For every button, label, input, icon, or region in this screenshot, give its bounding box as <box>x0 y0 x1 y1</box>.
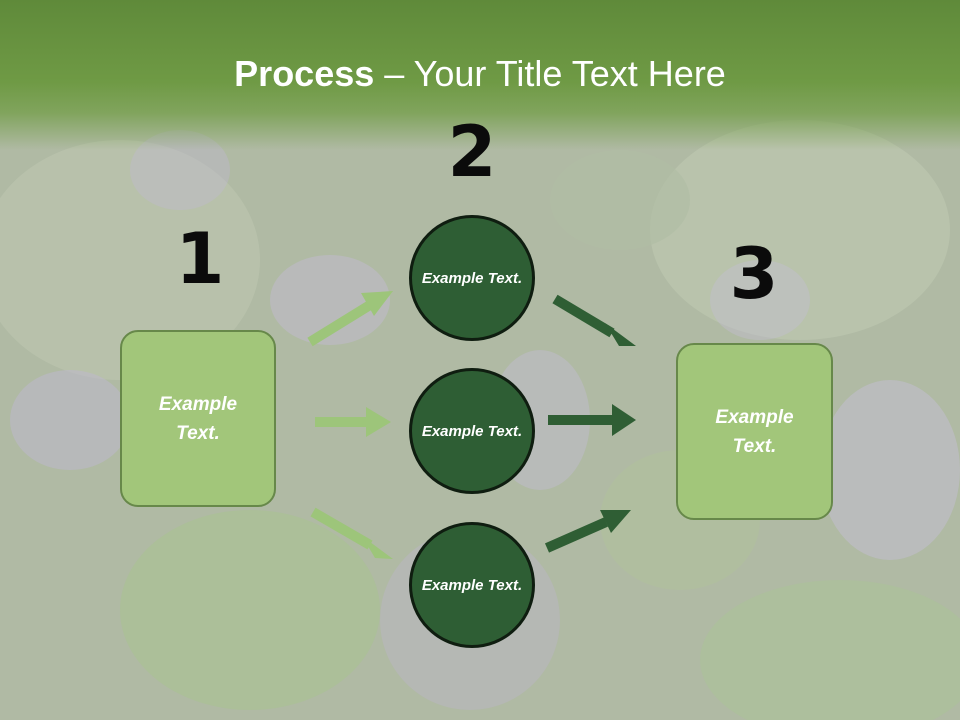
right-step-box[interactable]: Example Text. <box>676 343 833 520</box>
arrow-left-to-bottom <box>310 507 393 559</box>
title-bold-word: Process <box>234 53 375 94</box>
title-rest: – Your Title Text Here <box>374 53 726 94</box>
slide-title: Process – Your Title Text Here <box>0 52 960 96</box>
arrow-middle-to-right <box>548 404 636 436</box>
circle-top-label: Example Text. <box>421 269 523 287</box>
step-number-2: 2 <box>447 111 497 193</box>
arrow-left-to-middle <box>315 407 391 437</box>
right-step-label: Example Text. <box>715 406 794 457</box>
circle-middle[interactable]: Example Text. <box>409 368 535 494</box>
circle-bottom[interactable]: Example Text. <box>409 522 535 648</box>
step-number-3: 3 <box>729 233 779 315</box>
arrow-bottom-to-right <box>544 510 631 553</box>
circle-top[interactable]: Example Text. <box>409 215 535 341</box>
circle-bottom-label: Example Text. <box>421 576 523 594</box>
title-banner <box>0 0 960 150</box>
circle-middle-label: Example Text. <box>421 422 523 440</box>
left-step-box[interactable]: Example Text. <box>120 330 276 507</box>
arrow-top-to-right <box>552 294 636 346</box>
left-step-label: Example Text. <box>158 393 238 444</box>
step-number-1: 1 <box>175 218 225 300</box>
arrow-left-to-top <box>307 291 393 347</box>
